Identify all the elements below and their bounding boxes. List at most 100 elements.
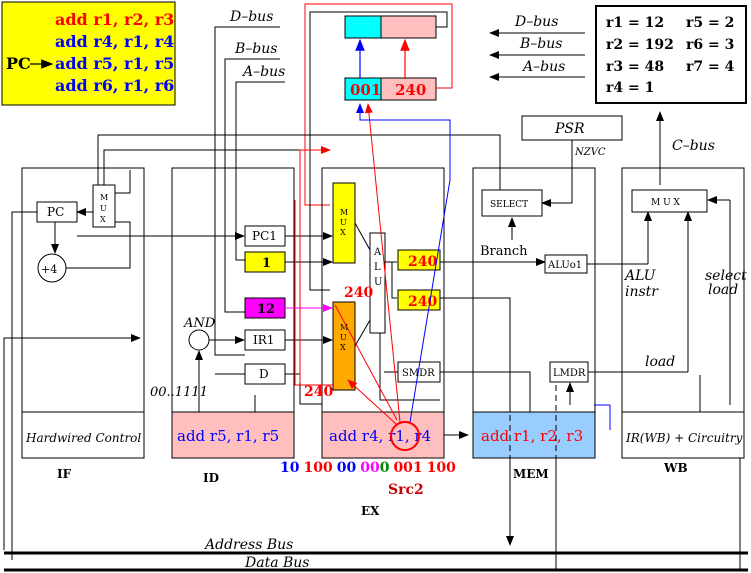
wb-alu-label: ALU xyxy=(623,268,657,284)
id-and-gate xyxy=(188,329,210,351)
psr-flags-text: NZVC xyxy=(574,147,606,158)
if-hardwired-text: Hardwired Control xyxy=(25,431,141,445)
if-plus4-text: +4 xyxy=(41,263,57,276)
reg-r2: r2 = 192 xyxy=(606,37,674,53)
program-line-2: add r4, r1, r4 xyxy=(55,32,174,51)
wb-mux-text: M U X xyxy=(651,198,681,208)
wb-load-label: load xyxy=(645,354,675,370)
reg-r1: r1 = 12 xyxy=(606,15,664,31)
ex-mux-top-u: U xyxy=(340,218,347,227)
ex-bits-0: 10 xyxy=(280,460,300,476)
id-d-to-ex xyxy=(285,373,322,405)
ex-src2-circle xyxy=(390,421,420,451)
wb-instr-box xyxy=(621,411,745,459)
ex-smdr-text: SMDR xyxy=(402,368,435,379)
if-mux-branch-in xyxy=(115,170,131,194)
ex-red-src2-to-mux-2 xyxy=(334,304,398,421)
ex-bits-6: 100 xyxy=(427,460,456,476)
mem-select-text: SELECT xyxy=(490,200,528,210)
regfile-cell-2-text: 240 xyxy=(395,81,426,99)
wb-load-label-1: load xyxy=(708,282,738,298)
id-stage-label: ID xyxy=(203,471,219,485)
ex-alu-l: L xyxy=(374,262,381,273)
ex-red-src2-to-regfile xyxy=(364,103,401,423)
wb-instr-label: instr xyxy=(625,284,659,300)
if-pc-feedback xyxy=(11,211,37,560)
id-one-text: 1 xyxy=(262,256,271,271)
id-mask-text: 00..1111 xyxy=(150,385,208,400)
register-box xyxy=(595,5,747,104)
if-pc-text: PC xyxy=(47,205,64,219)
program-line-4: add r6, r1, r6 xyxy=(55,76,174,95)
regfile-cell-1-text: 001 xyxy=(350,81,381,99)
ex-alu-down xyxy=(379,333,440,401)
ex-bits-5: 001 xyxy=(393,460,422,476)
id-instr-box xyxy=(171,411,295,459)
id-d-text: D xyxy=(259,367,269,381)
if-control-to-id xyxy=(3,334,141,550)
d-bus-label-left: D–bus xyxy=(229,9,273,25)
ex-bits-1: 100 xyxy=(303,460,332,476)
ex-bits-3: 00 xyxy=(360,460,380,476)
psr-text: PSR xyxy=(554,121,585,137)
if-hardwired-box xyxy=(21,411,145,459)
ex-mux-bot-u: U xyxy=(340,333,347,342)
reg-r4: r4 = 1 xyxy=(606,80,654,96)
d-bus-label-right: D–bus xyxy=(514,14,558,30)
id-ir1-text: IR1 xyxy=(253,333,274,347)
wb-instr-text: IR(WB) + Circuitry xyxy=(625,431,743,445)
b-bus-line-left xyxy=(224,58,280,313)
if-mux-top-input-2 xyxy=(97,134,501,190)
data-bus-label: Data Bus xyxy=(244,555,309,571)
if-adder-to-mux xyxy=(66,221,131,269)
ex-alu-u: U xyxy=(374,277,382,288)
psr-to-select xyxy=(541,140,573,207)
if-mux-text-x: X xyxy=(100,215,106,224)
a-bus-label-left: A–bus xyxy=(241,64,285,80)
ex-out-bot-text: 240 xyxy=(408,294,437,310)
id-instr-text: add r5, r1, r5 xyxy=(177,427,279,445)
address-bus-label: Address Bus xyxy=(203,537,293,553)
b-bus-label-left: B–bus xyxy=(234,41,277,57)
ex-mux-bot-m: M xyxy=(340,323,348,332)
mem-instr-text: add r1, r2, r3 xyxy=(481,427,583,445)
if-mux-text-m: M xyxy=(100,193,108,202)
reg-r7: r7 = 4 xyxy=(686,59,735,75)
ex-red-forward-2 xyxy=(294,200,333,386)
ex-smdr-to-mem xyxy=(440,371,531,412)
if-stage-label: IF xyxy=(57,467,72,481)
wb-stage-label: WB xyxy=(663,461,688,475)
regfile-black-loop xyxy=(309,11,448,291)
reg-r6: r6 = 3 xyxy=(686,37,734,53)
reg-r3: r3 = 48 xyxy=(606,59,664,75)
mem-lmdr-text: LMDR xyxy=(553,368,586,379)
wb-select-label: select xyxy=(705,268,747,284)
ex-alu-to-out-bot xyxy=(391,262,397,299)
ex-input-240-bot: 240 xyxy=(304,384,333,400)
id-and-text: AND xyxy=(183,316,216,331)
ex-blue-forward xyxy=(356,103,451,423)
mem-stage-label: MEM xyxy=(513,467,549,481)
ex-red-forward-1 xyxy=(299,146,331,383)
ex-bits-2: 00 xyxy=(337,460,357,476)
program-line-1: add r1, r2, r3 xyxy=(55,10,174,29)
ex-out-bot-to-mem xyxy=(440,297,514,546)
id-pc1-text: PC1 xyxy=(252,229,277,243)
b-bus-label-right: B–bus xyxy=(519,36,562,52)
ex-bits-4: 0 xyxy=(380,460,390,476)
ex-input-240-top: 240 xyxy=(344,285,373,301)
program-pc-label: PC xyxy=(6,54,31,73)
a-bus-label-right: A–bus xyxy=(521,59,565,75)
ex-red-src2-to-mux xyxy=(347,379,397,425)
d-bus-line-left xyxy=(214,26,280,356)
regfile-red-loop xyxy=(304,3,453,206)
mem-instr-box xyxy=(472,411,596,459)
mem-aluo1-text: ALUo1 xyxy=(547,260,582,271)
psr-box xyxy=(521,115,623,141)
regfile-top-left xyxy=(344,15,382,39)
ex-mux-top-x: X xyxy=(340,228,346,237)
mem-branch-text: Branch xyxy=(480,244,528,259)
ex-blue-ir xyxy=(594,404,611,430)
